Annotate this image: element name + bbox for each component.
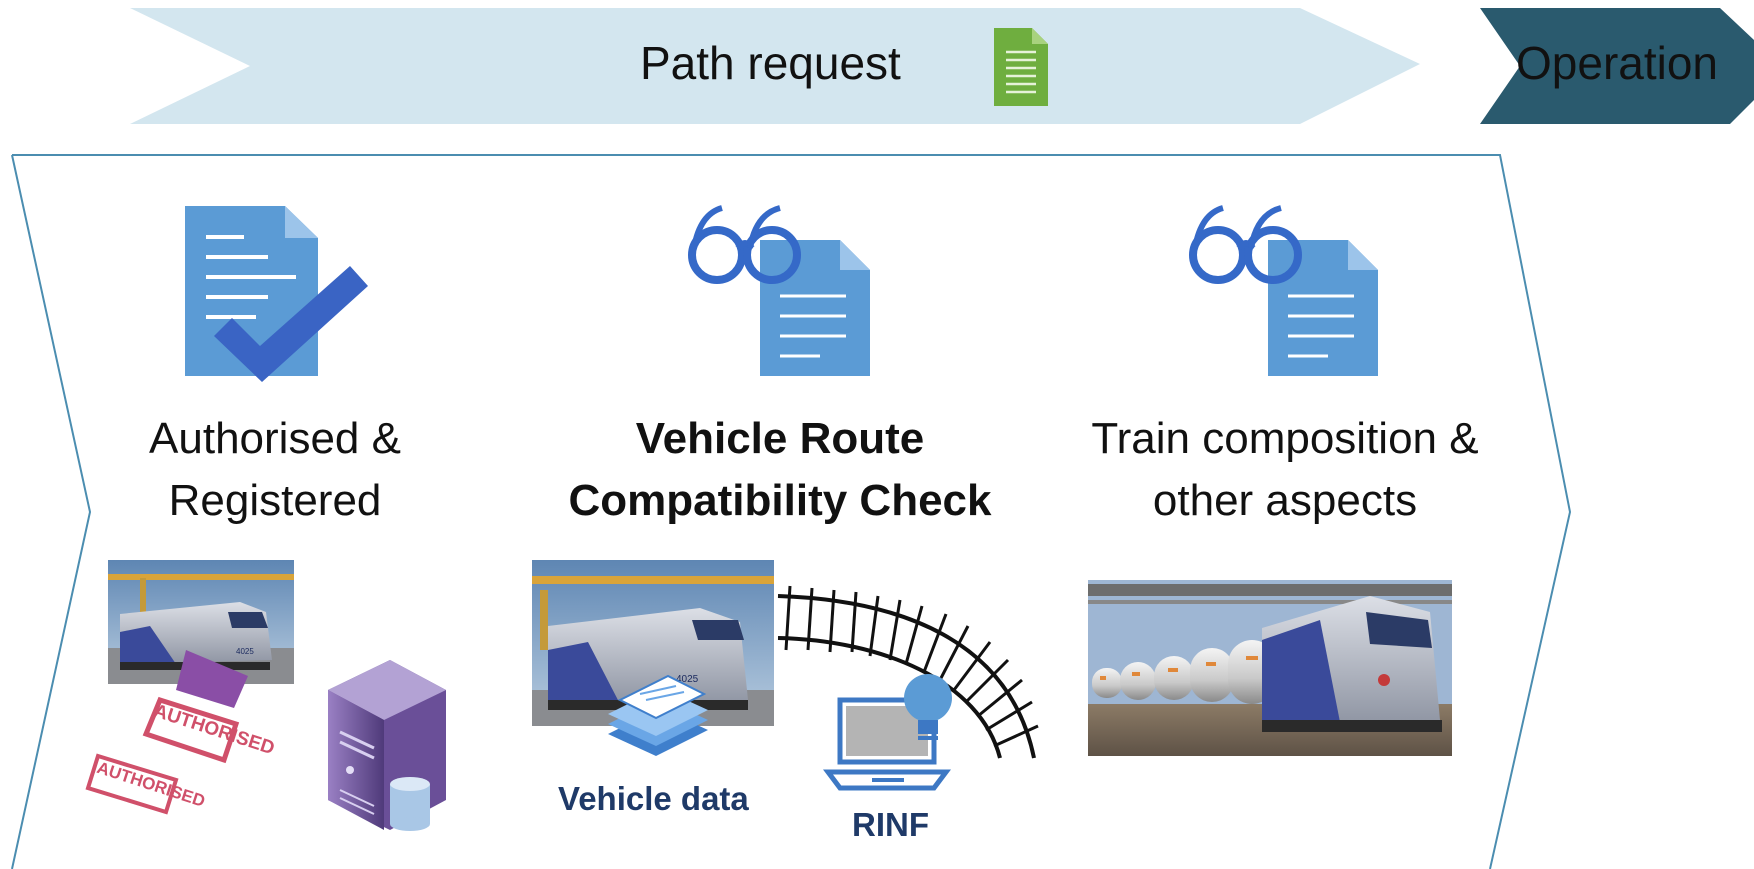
path-request-arrow <box>130 8 1420 124</box>
document-check-icon <box>185 206 368 382</box>
rinf-caption: RINF <box>852 806 929 843</box>
operation-label: Operation <box>1516 37 1719 89</box>
step-3-line-1: Train composition & <box>1091 414 1479 463</box>
step-2-line-1: Vehicle Route <box>635 414 925 463</box>
step-2-line-2: Compatibility Check <box>568 476 992 525</box>
process-frame <box>12 154 1572 869</box>
step-1-line-1: Authorised & <box>149 414 401 463</box>
path-request-label: Path request <box>640 37 901 89</box>
operation-arrow <box>1480 8 1754 124</box>
stamp-text-1: AUTHORISED <box>151 701 277 760</box>
step-1-line-2: Registered <box>168 476 382 525</box>
railway-track-icon <box>777 585 1039 759</box>
laptop-bulb-icon <box>823 674 952 791</box>
step-3-line-2: other aspects <box>1152 476 1418 525</box>
train-composition-photo <box>1088 580 1452 756</box>
step-train-composition: Train composition & other aspects <box>1060 408 1510 532</box>
step-authorised-registered: Authorised & Registered <box>90 408 460 532</box>
vehicle-data-caption: Vehicle data <box>558 780 749 817</box>
locomotive-number-2: 4025 <box>676 674 699 685</box>
locomotive-number-1: 4025 <box>236 647 254 656</box>
glasses-document-icon-2 <box>1189 205 1378 376</box>
path-request-document-icon <box>994 28 1048 106</box>
papers-stack-icon <box>608 674 708 756</box>
server-database-icon <box>328 660 446 831</box>
step-vehicle-route-compatibility-check: Vehicle Route Compatibility Check <box>540 408 1020 532</box>
stamp-text-2: AUTHORISED <box>95 758 208 811</box>
process-frame-notch <box>11 154 92 869</box>
glasses-document-icon <box>688 205 870 376</box>
